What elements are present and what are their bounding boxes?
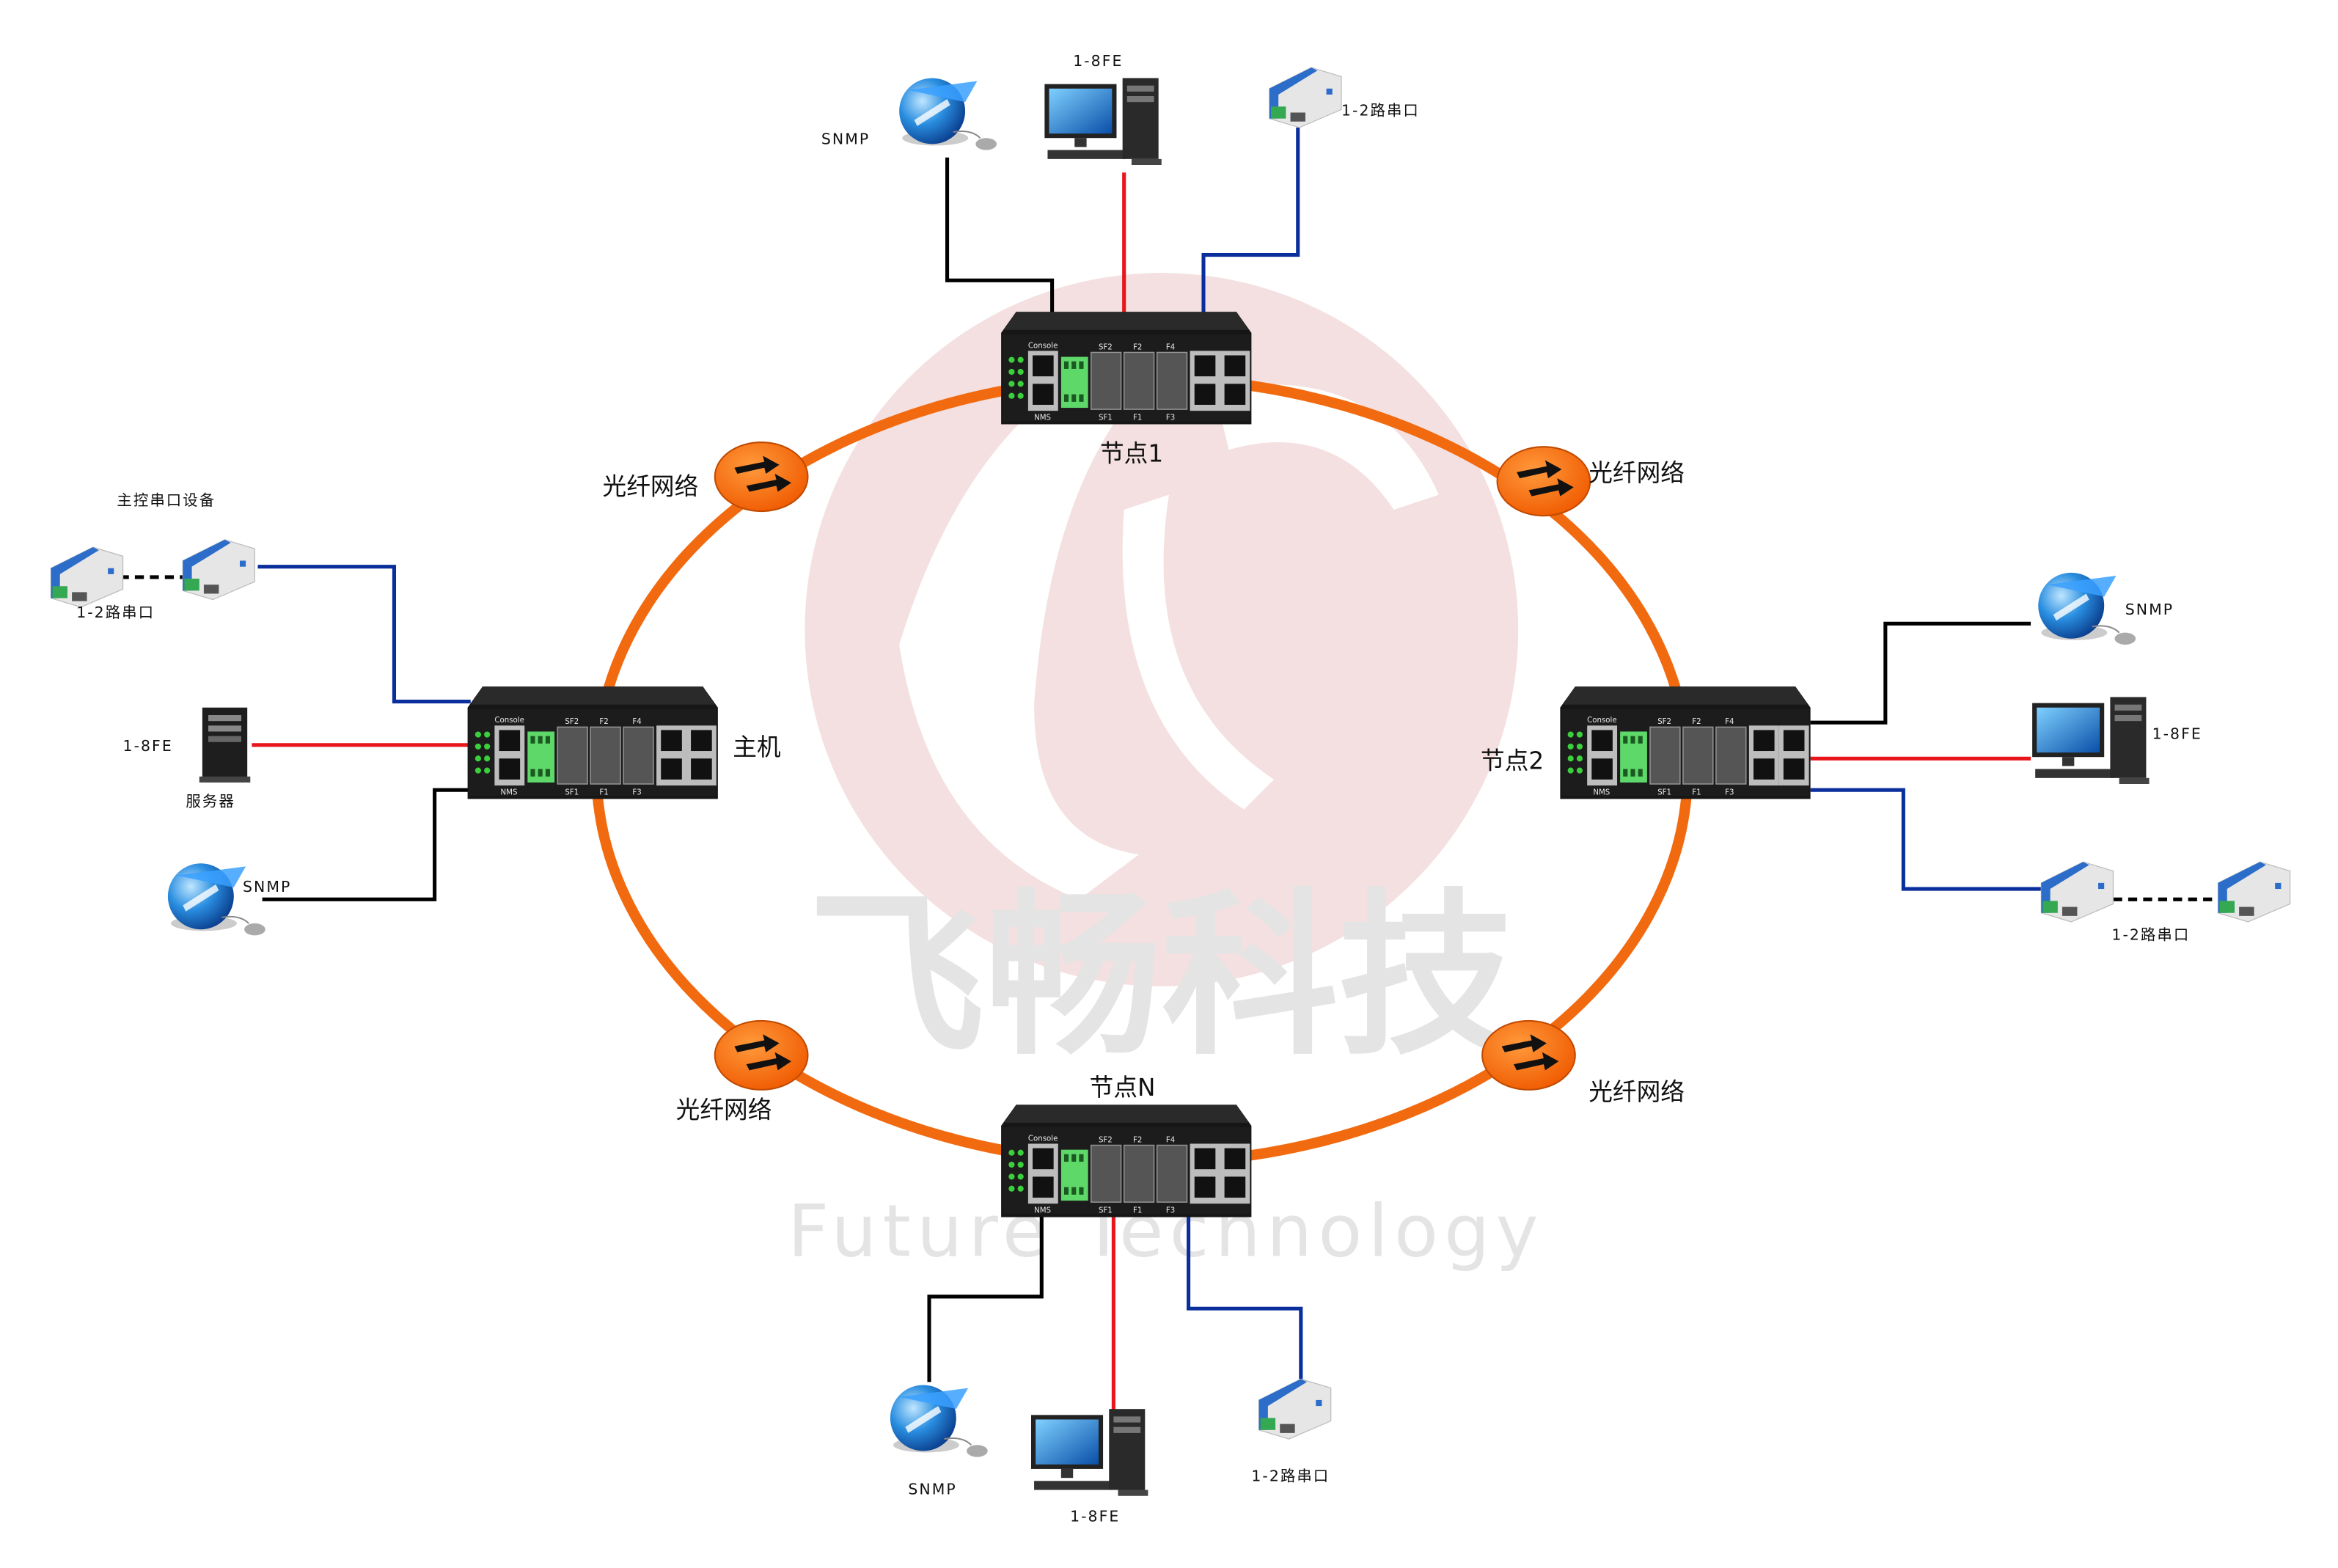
host-server-label: 服务器: [186, 793, 235, 810]
host-switch-icon: [466, 686, 719, 800]
panel-sf2-label: SF2: [1099, 343, 1113, 351]
panel-console-label: Console: [1587, 717, 1617, 725]
panel-f2-label: F2: [1692, 718, 1701, 726]
node2-nms-link: [1810, 621, 2031, 725]
nodeN-fe-label: 1-8FE: [1070, 1507, 1120, 1525]
panel-f3-label: F3: [1166, 414, 1175, 422]
node1-snmp-label: SNMP: [821, 130, 870, 147]
host-server-icon: [199, 707, 251, 783]
host-snmp-globe-icon: [166, 862, 266, 937]
node1-pc-icon: [1044, 78, 1162, 165]
panel-console-label: Console: [1028, 342, 1058, 350]
host-snmp-label: SNMP: [243, 878, 291, 895]
host-label: 主机: [733, 733, 780, 761]
node2-serial-link: [1810, 788, 2042, 891]
nodeN-nms-link: [927, 1211, 1044, 1382]
node2-pc-icon: [2032, 697, 2150, 784]
node2-switch-icon: [1559, 686, 1811, 800]
fiber-arrows-icon: [1481, 1019, 1576, 1091]
panel-f3-label: F3: [1725, 788, 1734, 796]
watermark-logo: [805, 273, 1519, 986]
panel-f4-label: F4: [1166, 343, 1175, 351]
panel-nms-label: NMS: [1593, 788, 1610, 796]
node1-switch-icon: [1000, 311, 1253, 425]
panel-console-label: Console: [494, 717, 524, 725]
panel-f2-label: F2: [1133, 1136, 1142, 1144]
node1-snmp-globe-icon: [898, 77, 998, 151]
nodeN-snmp-label: SNMP: [908, 1481, 956, 1498]
node2-snmp-label: SNMP: [2125, 601, 2174, 618]
panel-sf1-label: SF1: [565, 788, 579, 796]
host-serial-device-icon: [50, 546, 124, 608]
node1-serial-converter-icon: [1268, 67, 1343, 128]
fiber-label-bottom-left: 光纤网络: [676, 1096, 772, 1124]
host-serial-label: 1-2路串口: [76, 604, 155, 621]
node1-serial-label: 1-2路串口: [1341, 102, 1420, 120]
host-nms-link: [262, 788, 471, 901]
nodeN-serial-link: [1187, 1211, 1303, 1380]
panel-console-label: Console: [1028, 1135, 1058, 1143]
host-serial-link: [257, 565, 471, 704]
panel-f1-label: F1: [1133, 414, 1142, 422]
host-switch: Console NMS SF2 SF1 F2 F1 F4 F3: [466, 686, 719, 800]
node2-serial-device-icon: [2217, 861, 2291, 923]
node2-snmp-globe-icon: [2037, 571, 2137, 645]
fiber-arrows-icon: [714, 1019, 809, 1091]
panel-sf2-label: SF2: [565, 718, 579, 726]
node1-switch: Console NMS SF2 SF1 F2 F1 F4 F3: [1000, 311, 1253, 425]
fiber-arrows-icon: [1496, 446, 1591, 517]
panel-sf1-label: SF1: [1099, 414, 1113, 422]
nodeN-pc-icon: [1030, 1409, 1148, 1496]
links: [120, 127, 2216, 1413]
panel-f4-label: F4: [1725, 718, 1734, 726]
node1-label: 节点1: [1100, 440, 1163, 468]
host-serial-converter-icon: [182, 538, 256, 601]
nodeN-serial-label: 1-2路串口: [1251, 1467, 1330, 1484]
panel-f1-label: F1: [1692, 788, 1701, 796]
panel-nms-label: NMS: [1034, 1206, 1051, 1215]
panel-nms-label: NMS: [1034, 414, 1051, 422]
panel-f3-label: F3: [1166, 1206, 1175, 1215]
panel-f4-label: F4: [1166, 1136, 1175, 1144]
nodeN-serial-converter-icon: [1258, 1378, 1332, 1440]
fiber-label-top-left: 光纤网络: [603, 473, 699, 501]
panel-nms-label: NMS: [501, 788, 518, 796]
node2-serial-label: 1-2路串口: [2111, 926, 2190, 944]
nodeN-switch-icon: [1000, 1104, 1253, 1218]
panel-sf1-label: SF1: [1099, 1206, 1113, 1215]
host-serial-title: 主控串口设备: [117, 491, 216, 509]
node1-fe-label: 1-8FE: [1073, 52, 1123, 70]
panel-sf2-label: SF2: [1099, 1136, 1113, 1144]
node1-nms-link: [945, 157, 1055, 318]
nodeN-switch: Console NMS SF2 SF1 F2 F1 F4 F3: [1000, 1104, 1253, 1218]
fiber-label-top-right: 光纤网络: [1588, 459, 1685, 487]
panel-f3-label: F3: [632, 788, 641, 796]
panel-f1-label: F1: [599, 788, 608, 796]
nodeN-label: 节点N: [1090, 1074, 1156, 1102]
panel-f1-label: F1: [1133, 1206, 1142, 1215]
fiber-arrows-icon: [714, 442, 809, 513]
node2-fe-label: 1-8FE: [2152, 725, 2202, 743]
node2-label: 节点2: [1481, 747, 1544, 775]
panel-f2-label: F2: [599, 718, 608, 726]
panel-sf1-label: SF1: [1657, 788, 1671, 796]
node2-serial-converter-icon: [2040, 861, 2114, 923]
panel-sf2-label: SF2: [1657, 718, 1671, 726]
node1-serial-link: [1201, 127, 1300, 318]
watermark-cn-text: 飞畅科技: [808, 873, 1516, 1079]
node2-switch: Console NMS SF2 SF1 F2 F1 F4 F3: [1559, 686, 1811, 800]
panel-f4-label: F4: [632, 718, 641, 726]
fiber-label-bottom-right: 光纤网络: [1588, 1078, 1685, 1106]
nodeN-snmp-globe-icon: [889, 1384, 989, 1458]
host-fe-label: 1-8FE: [123, 737, 173, 755]
panel-f2-label: F2: [1133, 343, 1142, 351]
